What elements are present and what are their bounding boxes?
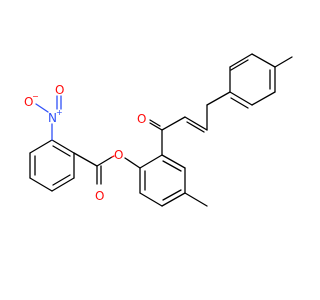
nitrogen-label: N — [48, 111, 57, 125]
ester-group: O O — [73, 148, 141, 203]
bond-inner — [52, 174, 71, 186]
nitrobenzene-ring — [29, 139, 75, 192]
methyl-bond — [274, 56, 293, 68]
nitro-group: N + O − O — [24, 83, 64, 141]
bond-inner — [230, 97, 249, 109]
bond — [29, 139, 53, 154]
bond — [139, 192, 163, 207]
bond-inner — [162, 189, 182, 201]
bond — [51, 139, 75, 154]
bond — [229, 91, 253, 106]
bond — [139, 154, 163, 169]
bond — [149, 122, 163, 131]
bond — [29, 177, 53, 192]
carbonyl-oxygen-label: O — [95, 189, 104, 203]
bond — [161, 116, 186, 131]
bond — [251, 91, 276, 106]
bond — [251, 53, 276, 68]
bond-inner — [186, 121, 205, 133]
ketone-oxygen-label: O — [137, 112, 146, 126]
bond-inner — [230, 59, 249, 71]
structure-canvas: N + O − O O O O — [24, 53, 293, 207]
bond-inner — [162, 160, 182, 172]
bond — [111, 155, 115, 158]
bond — [184, 116, 208, 131]
bond — [73, 152, 98, 167]
bond — [51, 177, 75, 192]
nitro-oxygen-charge: − — [32, 92, 39, 101]
bond — [161, 192, 186, 207]
methyl-bond — [184, 192, 208, 207]
bond — [96, 156, 113, 167]
bond — [35, 103, 49, 113]
molecule-structure: N + O − O O O O — [24, 53, 293, 207]
bond — [149, 119, 161, 127]
bond-inner — [52, 145, 71, 157]
ester-oxygen-label: O — [114, 148, 123, 162]
bond — [229, 53, 253, 68]
enone-chain: O — [137, 104, 208, 156]
nitro-oxygen-double-label: O — [55, 83, 64, 97]
tolyl-ring — [206, 53, 293, 109]
central-ring — [139, 154, 208, 207]
bond — [124, 157, 141, 169]
bond — [161, 154, 186, 169]
nitrogen-charge: + — [56, 108, 63, 117]
nitro-oxygen-label: O — [24, 95, 33, 109]
bond — [206, 91, 231, 106]
